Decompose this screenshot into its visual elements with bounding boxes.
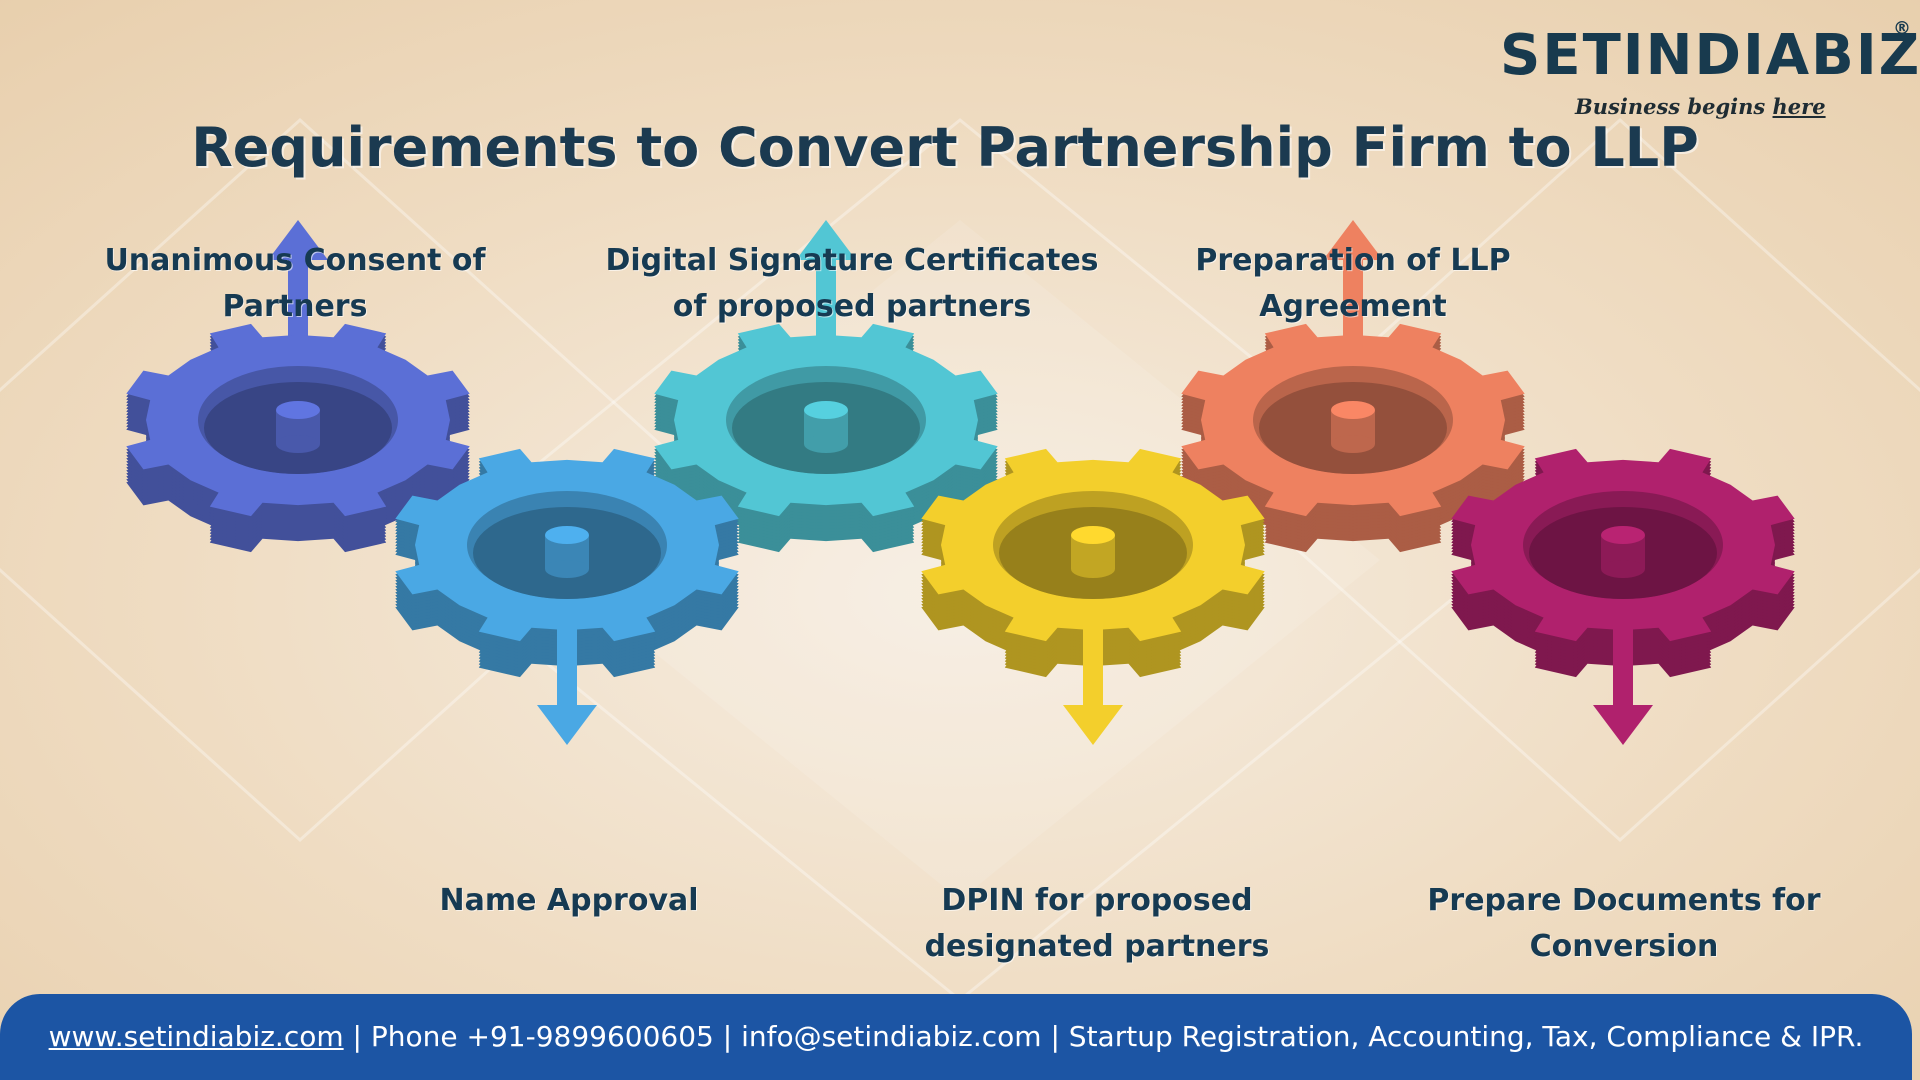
footer-contact-info: | Phone +91-9899600605 | info@setindiabi… xyxy=(343,1020,1864,1053)
step-label-3: Digital Signature Certificates of propos… xyxy=(592,238,1112,330)
website-link[interactable]: www.setindiabiz.com xyxy=(48,1020,344,1053)
step-label-1-line-2: Partners xyxy=(222,289,368,324)
gear-5 xyxy=(1181,220,1525,553)
step-label-6-line-1: Prepare Documents for xyxy=(1427,883,1821,918)
arrow-down-icon xyxy=(1593,605,1653,745)
step-label-1-line-1: Unanimous Consent of xyxy=(104,243,486,278)
arrow-up-icon xyxy=(268,220,328,360)
registered-mark: ® xyxy=(1893,18,1911,39)
arrow-down-icon xyxy=(537,605,597,745)
step-label-5: Preparation of LLP Agreement xyxy=(1093,238,1613,330)
step-label-5-line-1: Preparation of LLP xyxy=(1195,243,1511,278)
footer-bar: www.setindiabiz.com | Phone +91-98996006… xyxy=(0,994,1912,1080)
step-label-3-line-2: of proposed partners xyxy=(672,289,1032,324)
step-label-4: DPIN for proposed designated partners xyxy=(837,878,1357,970)
gear-4 xyxy=(921,448,1265,745)
step-label-3-line-1: Digital Signature Certificates xyxy=(605,243,1099,278)
step-label-2-line-1: Name Approval xyxy=(439,883,699,918)
brand-logo: SETINDIABIZ ® Business begins here xyxy=(1500,18,1919,119)
tagline-text: Business begins xyxy=(1575,94,1773,119)
arrow-down-icon xyxy=(1063,605,1123,745)
step-label-4-line-2: designated partners xyxy=(924,929,1270,964)
tagline-underlined: here xyxy=(1772,94,1826,119)
step-label-6-line-2: Conversion xyxy=(1529,929,1719,964)
step-label-4-line-1: DPIN for proposed xyxy=(941,883,1253,918)
step-label-6: Prepare Documents for Conversion xyxy=(1364,878,1884,970)
gear-6 xyxy=(1451,448,1795,745)
arrow-up-icon xyxy=(1323,220,1383,360)
step-label-2: Name Approval xyxy=(309,878,829,924)
arrow-up-icon xyxy=(796,220,856,360)
step-label-1: Unanimous Consent of Partners xyxy=(35,238,555,330)
gear-3 xyxy=(654,220,998,553)
footer-text: www.setindiabiz.com | Phone +91-98996006… xyxy=(0,1020,1912,1053)
brand-tagline: Business begins here xyxy=(1575,94,1826,119)
step-label-5-line-2: Agreement xyxy=(1259,289,1447,324)
brand-name: SETINDIABIZ xyxy=(1500,23,1920,88)
page-title: Requirements to Convert Partnership Firm… xyxy=(191,116,1699,179)
gear-2 xyxy=(395,448,739,745)
gear-1 xyxy=(126,220,470,553)
